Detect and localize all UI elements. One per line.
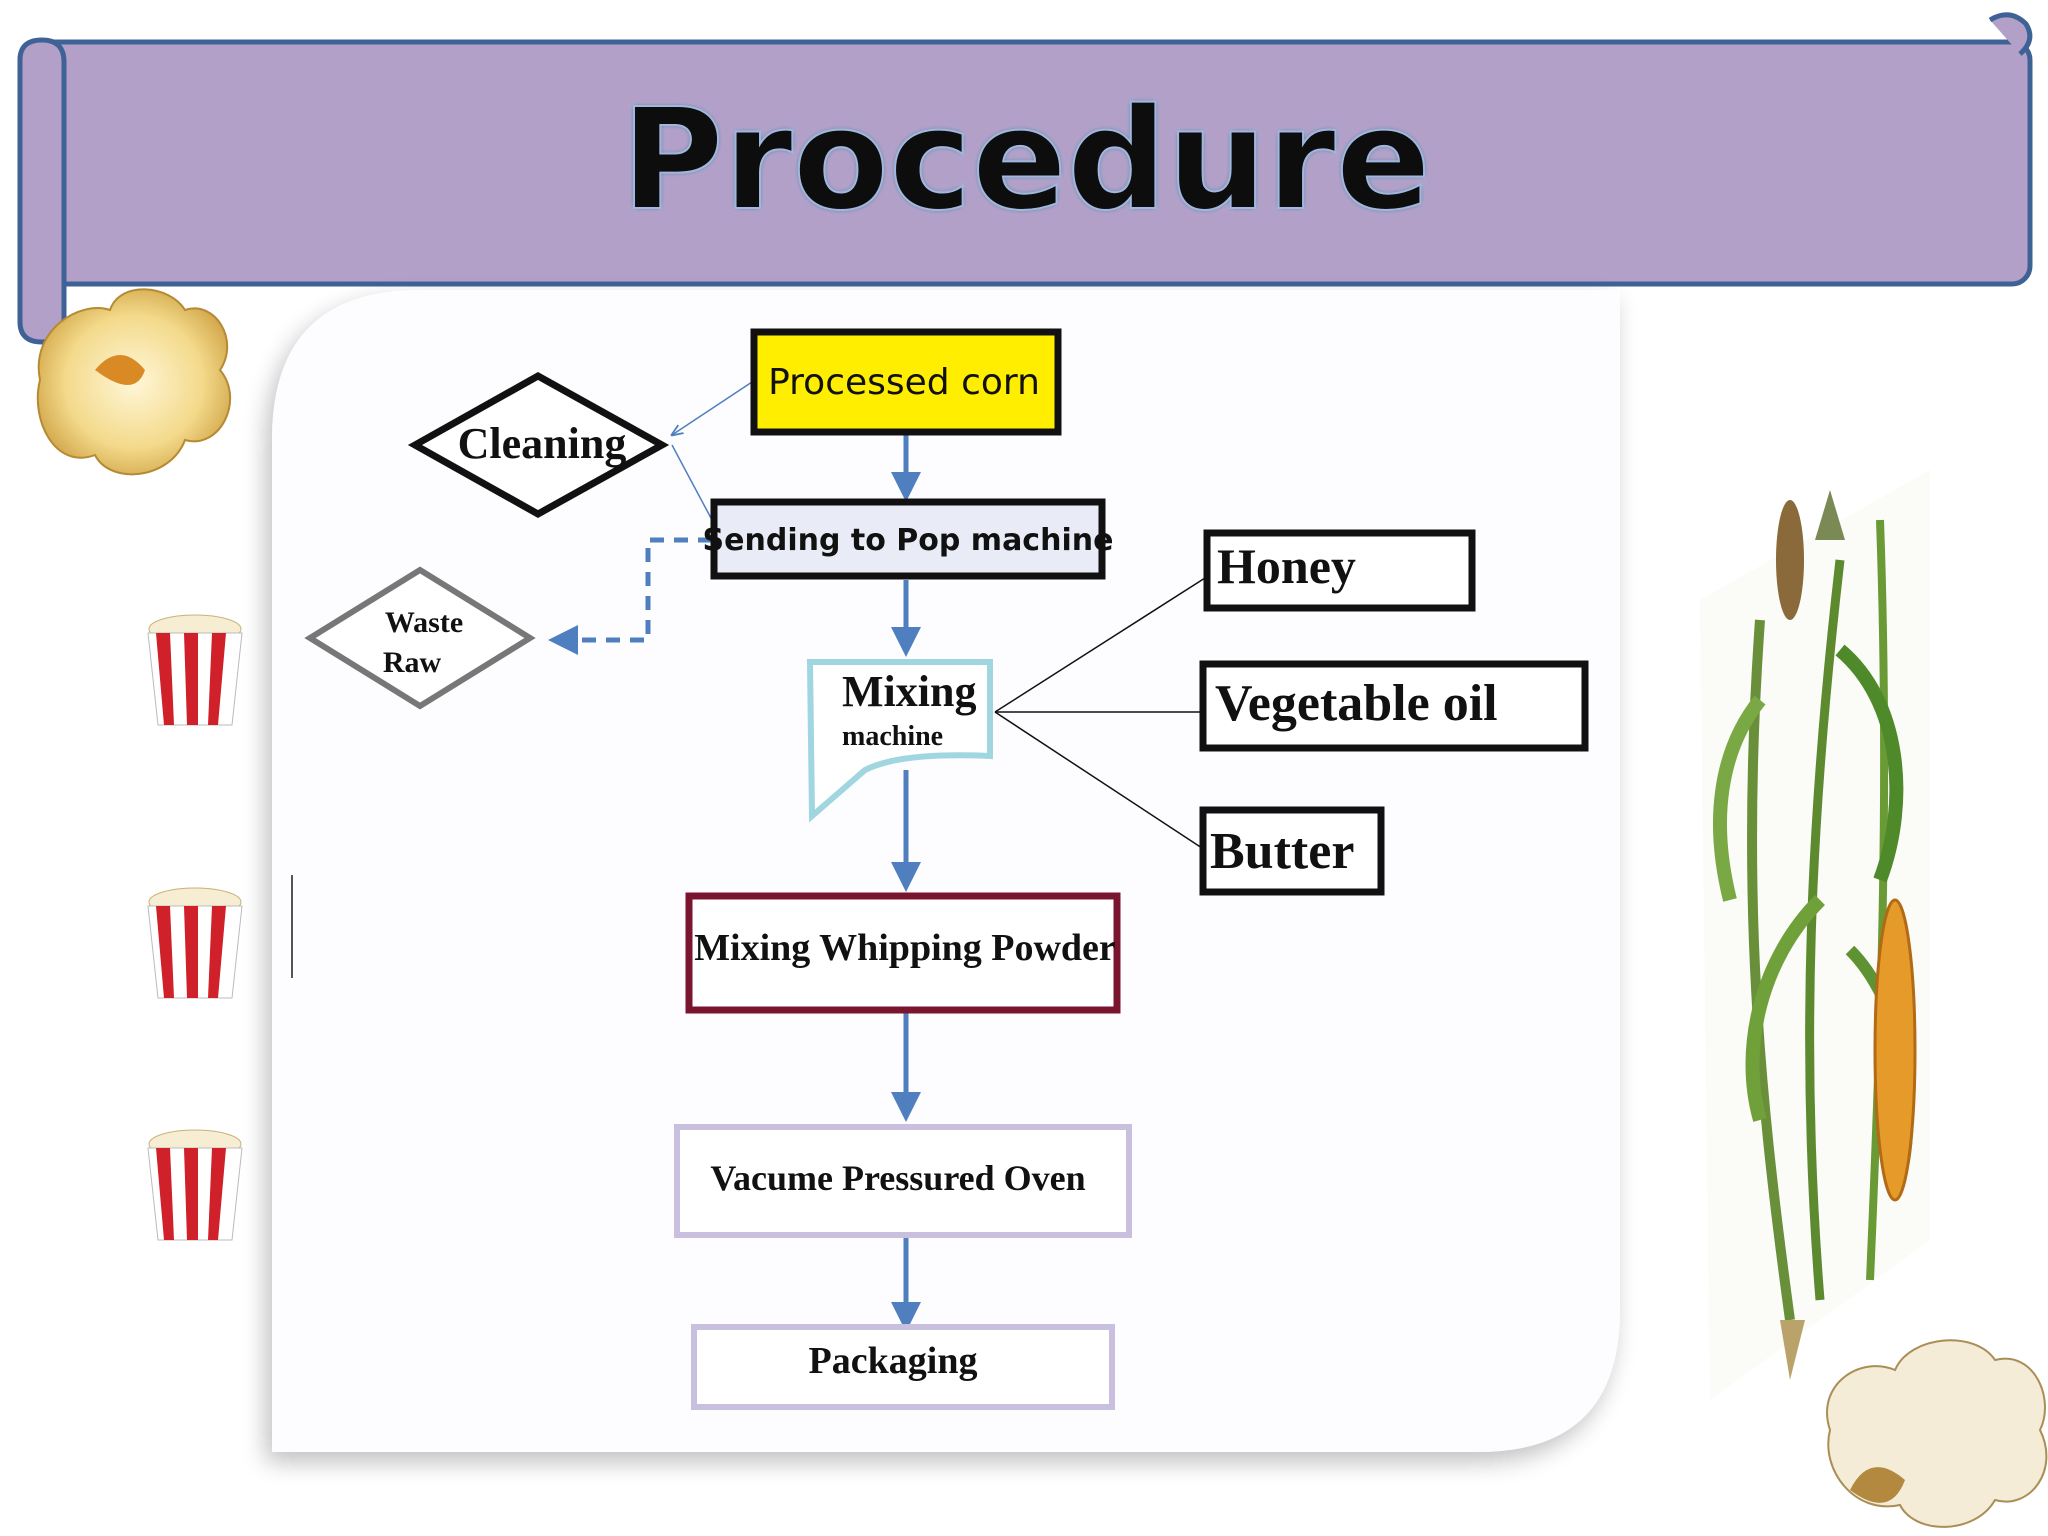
svg-text:Waste: Waste: [385, 606, 463, 639]
popcorn-bucket-icon: [147, 887, 243, 999]
svg-text:Packaging: Packaging: [809, 1340, 978, 1382]
popcorn-kernel-icon: [36, 288, 231, 476]
title-banner: Procedure: [17, 12, 2033, 345]
corn-plant-illustration: [1700, 470, 1930, 1400]
node-sending-pop-machine: Sending to Pop machine: [703, 498, 1114, 580]
svg-text:Mixing Whipping Powder: Mixing Whipping Powder: [694, 927, 1116, 969]
svg-text:Cleaning: Cleaning: [458, 419, 627, 468]
flow-connectors: [548, 381, 1206, 1332]
node-vacume-pressured-oven: Vacume Pressured Oven: [674, 1124, 1132, 1238]
svg-text:Mixing: Mixing: [842, 667, 976, 716]
node-cleaning: Cleaning: [407, 371, 670, 519]
popcorn-bucket-icon: [147, 614, 243, 726]
node-honey: Honey: [1203, 529, 1476, 612]
node-waste-raw: Waste Raw: [304, 566, 536, 710]
node-processed-corn: Processed corn: [750, 328, 1062, 436]
svg-text:Vacume Pressured Oven: Vacume Pressured Oven: [710, 1158, 1085, 1198]
node-mixing-whipping-powder: Mixing Whipping Powder: [685, 892, 1121, 1014]
svg-text:Sending to Pop machine: Sending to Pop machine: [703, 523, 1114, 558]
svg-text:Honey: Honey: [1217, 538, 1356, 594]
node-packaging: Packaging: [691, 1324, 1115, 1410]
svg-text:machine: machine: [842, 721, 943, 752]
node-butter: Butter: [1199, 806, 1385, 896]
popcorn-bucket-icon: [147, 1129, 243, 1241]
svg-text:Vegetable oil: Vegetable oil: [1215, 675, 1498, 732]
slide-title: Procedure: [621, 79, 1431, 242]
popcorn-kernel-icon: [1826, 1339, 2048, 1528]
node-mixing-machine: Mixing machine: [806, 659, 993, 823]
svg-text:Raw: Raw: [383, 646, 442, 679]
svg-text:Processed corn: Processed corn: [768, 362, 1040, 403]
node-vegetable-oil: Vegetable oil: [1199, 660, 1589, 752]
svg-text:Butter: Butter: [1210, 823, 1354, 880]
